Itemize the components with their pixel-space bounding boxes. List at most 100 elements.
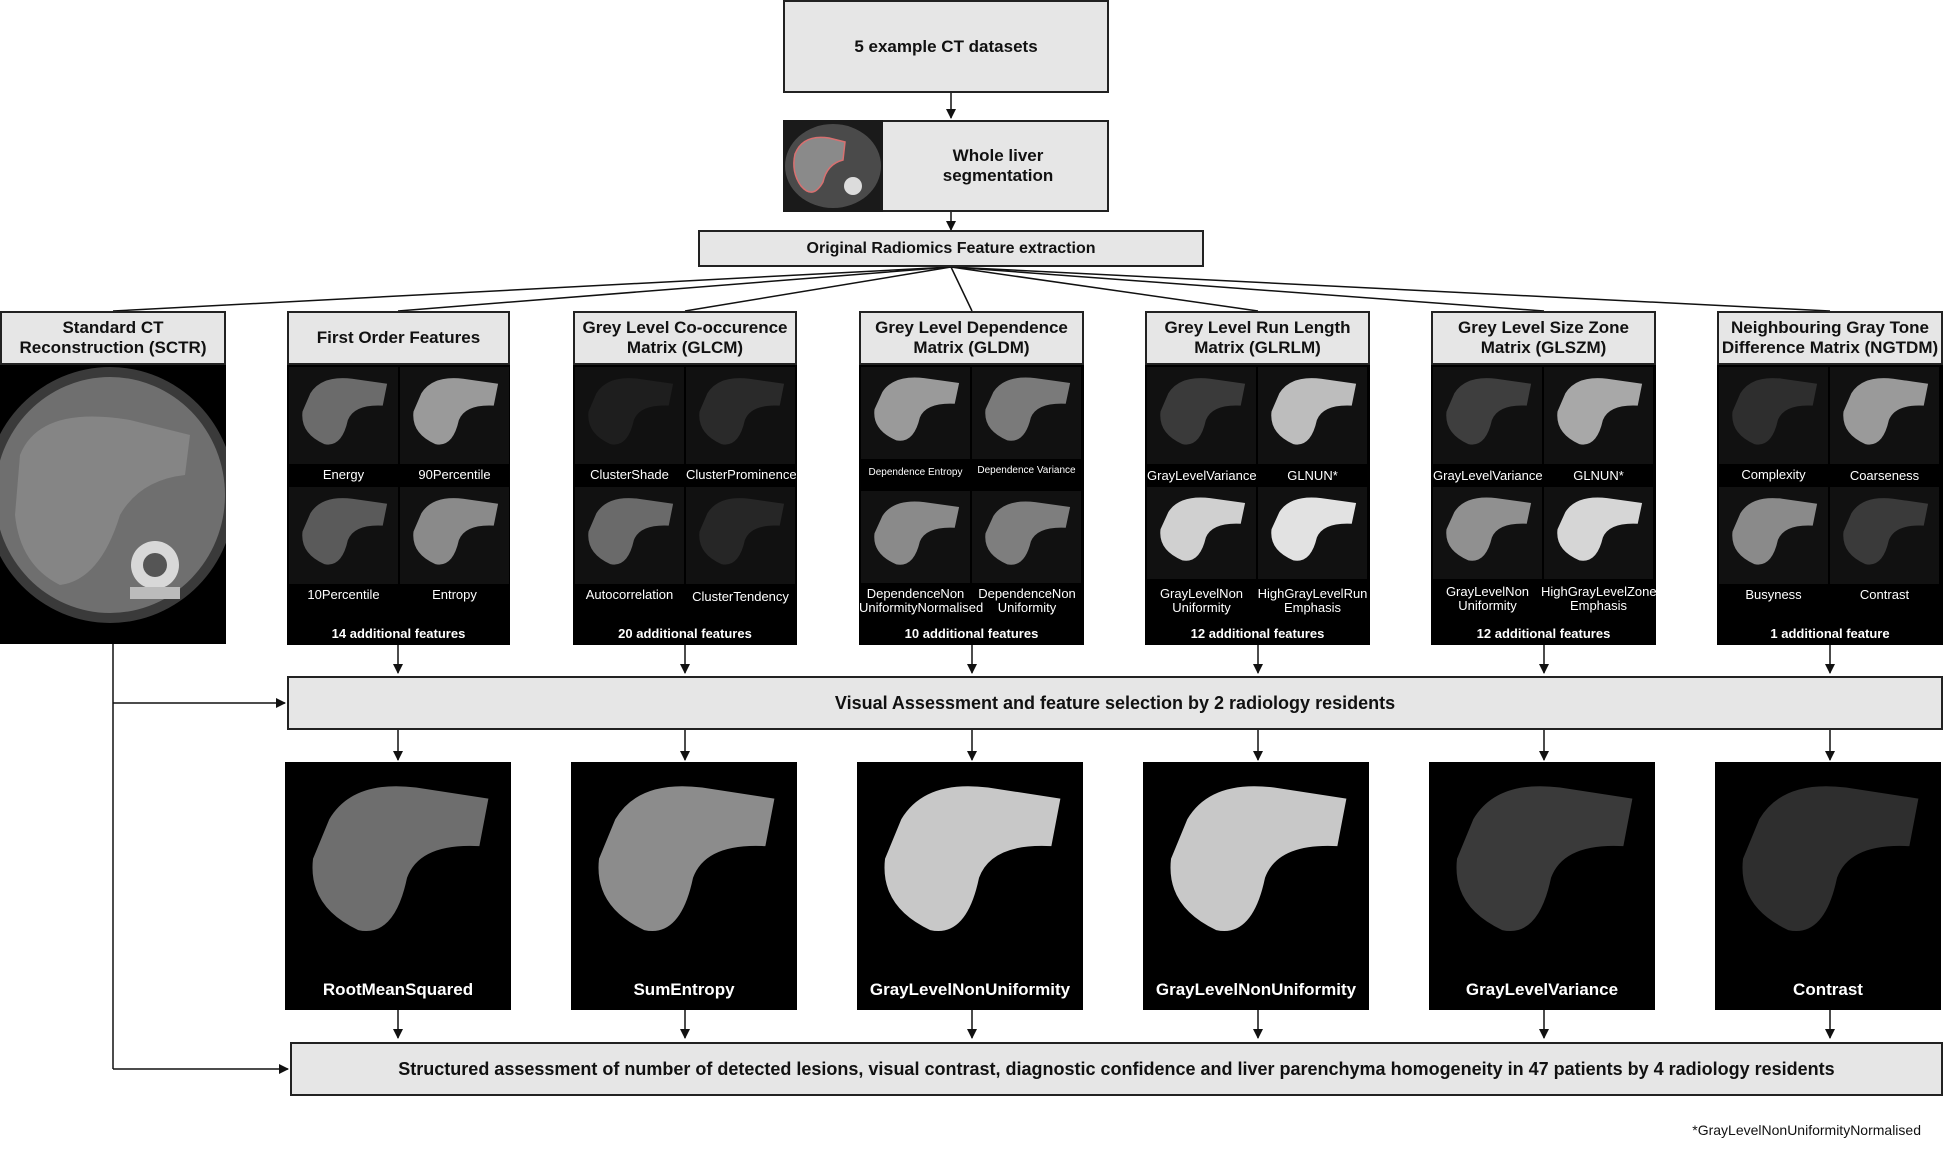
feature-label: 90Percentile (418, 467, 491, 482)
column-title: Grey Level Run Length Matrix (GLRLM) (1164, 318, 1351, 357)
column-header: Grey Level Co-occurence Matrix (GLCM) (573, 311, 797, 365)
additional-features: 20 additional features (618, 626, 752, 641)
selected-feature-label: Contrast (1793, 980, 1863, 999)
feature-thumbnail (686, 487, 795, 584)
column-title: Neighbouring Gray Tone Difference Matrix… (1721, 318, 1939, 357)
feature-label: HighGrayLevelRun Emphasis (1257, 586, 1368, 615)
feature-label: HighGrayLevelZone Emphasis (1541, 584, 1657, 613)
feature-label: GrayLevelNon Uniformity (1445, 584, 1530, 613)
feature-label: Dependence Variance (977, 465, 1076, 476)
feature-thumbnail (575, 367, 684, 464)
column-title: First Order Features (316, 328, 481, 347)
feature-label: Coarseness (1849, 468, 1920, 483)
column-title: Grey Level Dependence Matrix (GLDM) (875, 318, 1068, 357)
feature-panel: Energy 90Percentile 10Percentile Entropy… (287, 365, 510, 645)
additional-features: 12 additional features (1476, 626, 1611, 641)
datasets-label: 5 example CT datasets (854, 36, 1038, 56)
column-header: Grey Level Dependence Matrix (GLDM) (859, 311, 1084, 365)
feature-thumbnail (1544, 367, 1653, 464)
feature-thumbnail (1719, 487, 1828, 584)
sctr-image (0, 365, 235, 644)
selected-feature-image (1742, 786, 1919, 932)
feature-thumbnail (972, 367, 1081, 459)
feature-thumbnail (1433, 487, 1542, 579)
feature-label: Busyness (1745, 587, 1802, 602)
column-header: Neighbouring Gray Tone Difference Matrix… (1717, 311, 1943, 365)
feature-label: 10Percentile (307, 587, 380, 602)
feature-thumbnail (686, 367, 795, 464)
extraction-label: Original Radiomics Feature extraction (806, 239, 1096, 257)
feature-panel: GrayLevelVariance GLNUN* GrayLevelNon Un… (1145, 365, 1370, 645)
feature-label: DependenceNon Uniformity (978, 586, 1076, 615)
column-title: Grey Level Size Zone Matrix (GLSZM) (1457, 318, 1629, 357)
selected-feature-image (1456, 786, 1633, 932)
column-title: Grey Level Co-occurence Matrix (GLCM) (582, 318, 788, 357)
feature-label: GLNUN* (1573, 468, 1624, 483)
feature-label: DependenceNon UniformityNormalised (859, 586, 984, 615)
selected-feature-label: GrayLevelNonUniformity (869, 980, 1071, 999)
feature-thumbnail (400, 367, 509, 464)
selected-feature-panel: Contrast (1715, 762, 1941, 1010)
additional-features: 1 additional feature (1770, 626, 1890, 641)
feature-panel: ClusterShade ClusterProminence Autocorre… (573, 365, 797, 645)
feature-label: GrayLevelNon Uniformity (1159, 586, 1244, 615)
extraction-box: Original Radiomics Feature extraction (698, 230, 1204, 267)
selected-feature-label: SumEntropy (633, 980, 735, 999)
feature-panel: Dependence Entropy Dependence Variance D… (859, 365, 1084, 645)
sctr-header: Standard CT Reconstruction (SCTR) (0, 311, 226, 365)
feature-thumbnail (1258, 367, 1367, 464)
segmentation-label: Whole liver segmentation (942, 146, 1054, 185)
feature-label: Autocorrelation (585, 587, 674, 602)
feature-label: GLNUN* (1287, 468, 1338, 483)
feature-thumbnail (972, 491, 1081, 583)
selected-feature-panel: GrayLevelNonUniformity (857, 762, 1083, 1010)
feature-label: Energy (322, 467, 365, 482)
selected-feature-image (1170, 786, 1347, 932)
segmentation-thumbnail (783, 120, 883, 212)
feature-thumbnail (1830, 487, 1939, 584)
sctr-title: Standard CT Reconstruction (SCTR) (19, 318, 207, 357)
column-header: Grey Level Run Length Matrix (GLRLM) (1145, 311, 1370, 365)
feature-thumbnail (1147, 367, 1256, 464)
segmentation-box: Whole liver segmentation (783, 120, 1109, 212)
selected-feature-panel: GrayLevelNonUniformity (1143, 762, 1369, 1010)
selected-feature-image (884, 786, 1061, 932)
feature-panel: GrayLevelVariance GLNUN* GrayLevelNon Un… (1431, 365, 1657, 645)
visual-assessment-label: Visual Assessment and feature selection … (834, 692, 1396, 713)
feature-thumbnail (1719, 367, 1828, 464)
feature-thumbnail (1258, 487, 1367, 579)
feature-label: Contrast (1859, 587, 1910, 602)
feature-thumbnail (1830, 367, 1939, 464)
feature-label: Dependence Entropy (868, 467, 963, 478)
structured-assessment-box: Structured assessment of number of detec… (290, 1042, 1943, 1096)
datasets-box: 5 example CT datasets (783, 0, 1109, 93)
feature-thumbnail (861, 367, 970, 459)
feature-thumbnail (861, 491, 970, 583)
feature-label: ClusterProminence (686, 467, 797, 482)
column-header: First Order Features (287, 311, 510, 365)
feature-panel: Complexity Coarseness Busyness Contrast … (1717, 365, 1943, 645)
column-header: Grey Level Size Zone Matrix (GLSZM) (1431, 311, 1656, 365)
feature-label: Complexity (1741, 467, 1806, 482)
additional-features: 12 additional features (1190, 626, 1325, 641)
visual-assessment-box: Visual Assessment and feature selection … (287, 676, 1943, 730)
feature-label: ClusterTendency (692, 589, 789, 604)
feature-label: Entropy (432, 587, 477, 602)
selected-feature-image (312, 786, 489, 932)
feature-thumbnail (1433, 367, 1542, 464)
selected-feature-label: GrayLevelNonUniformity (1155, 980, 1357, 999)
selected-feature-label: RootMeanSquared (322, 980, 474, 999)
structured-assessment-label: Structured assessment of number of detec… (398, 1058, 1835, 1079)
feature-thumbnail (1544, 487, 1653, 579)
additional-features: 14 additional features (331, 626, 466, 641)
selected-feature-panel: RootMeanSquared (285, 762, 511, 1010)
additional-features: 10 additional features (904, 626, 1039, 641)
selected-feature-panel: GrayLevelVariance (1429, 762, 1655, 1010)
selected-feature-image (598, 786, 775, 932)
feature-label: GrayLevelVariance (1147, 468, 1257, 483)
feature-thumbnail (575, 487, 684, 584)
feature-thumbnail (400, 487, 509, 584)
feature-thumbnail (1147, 487, 1256, 579)
selected-feature-label: GrayLevelVariance (1465, 980, 1619, 999)
